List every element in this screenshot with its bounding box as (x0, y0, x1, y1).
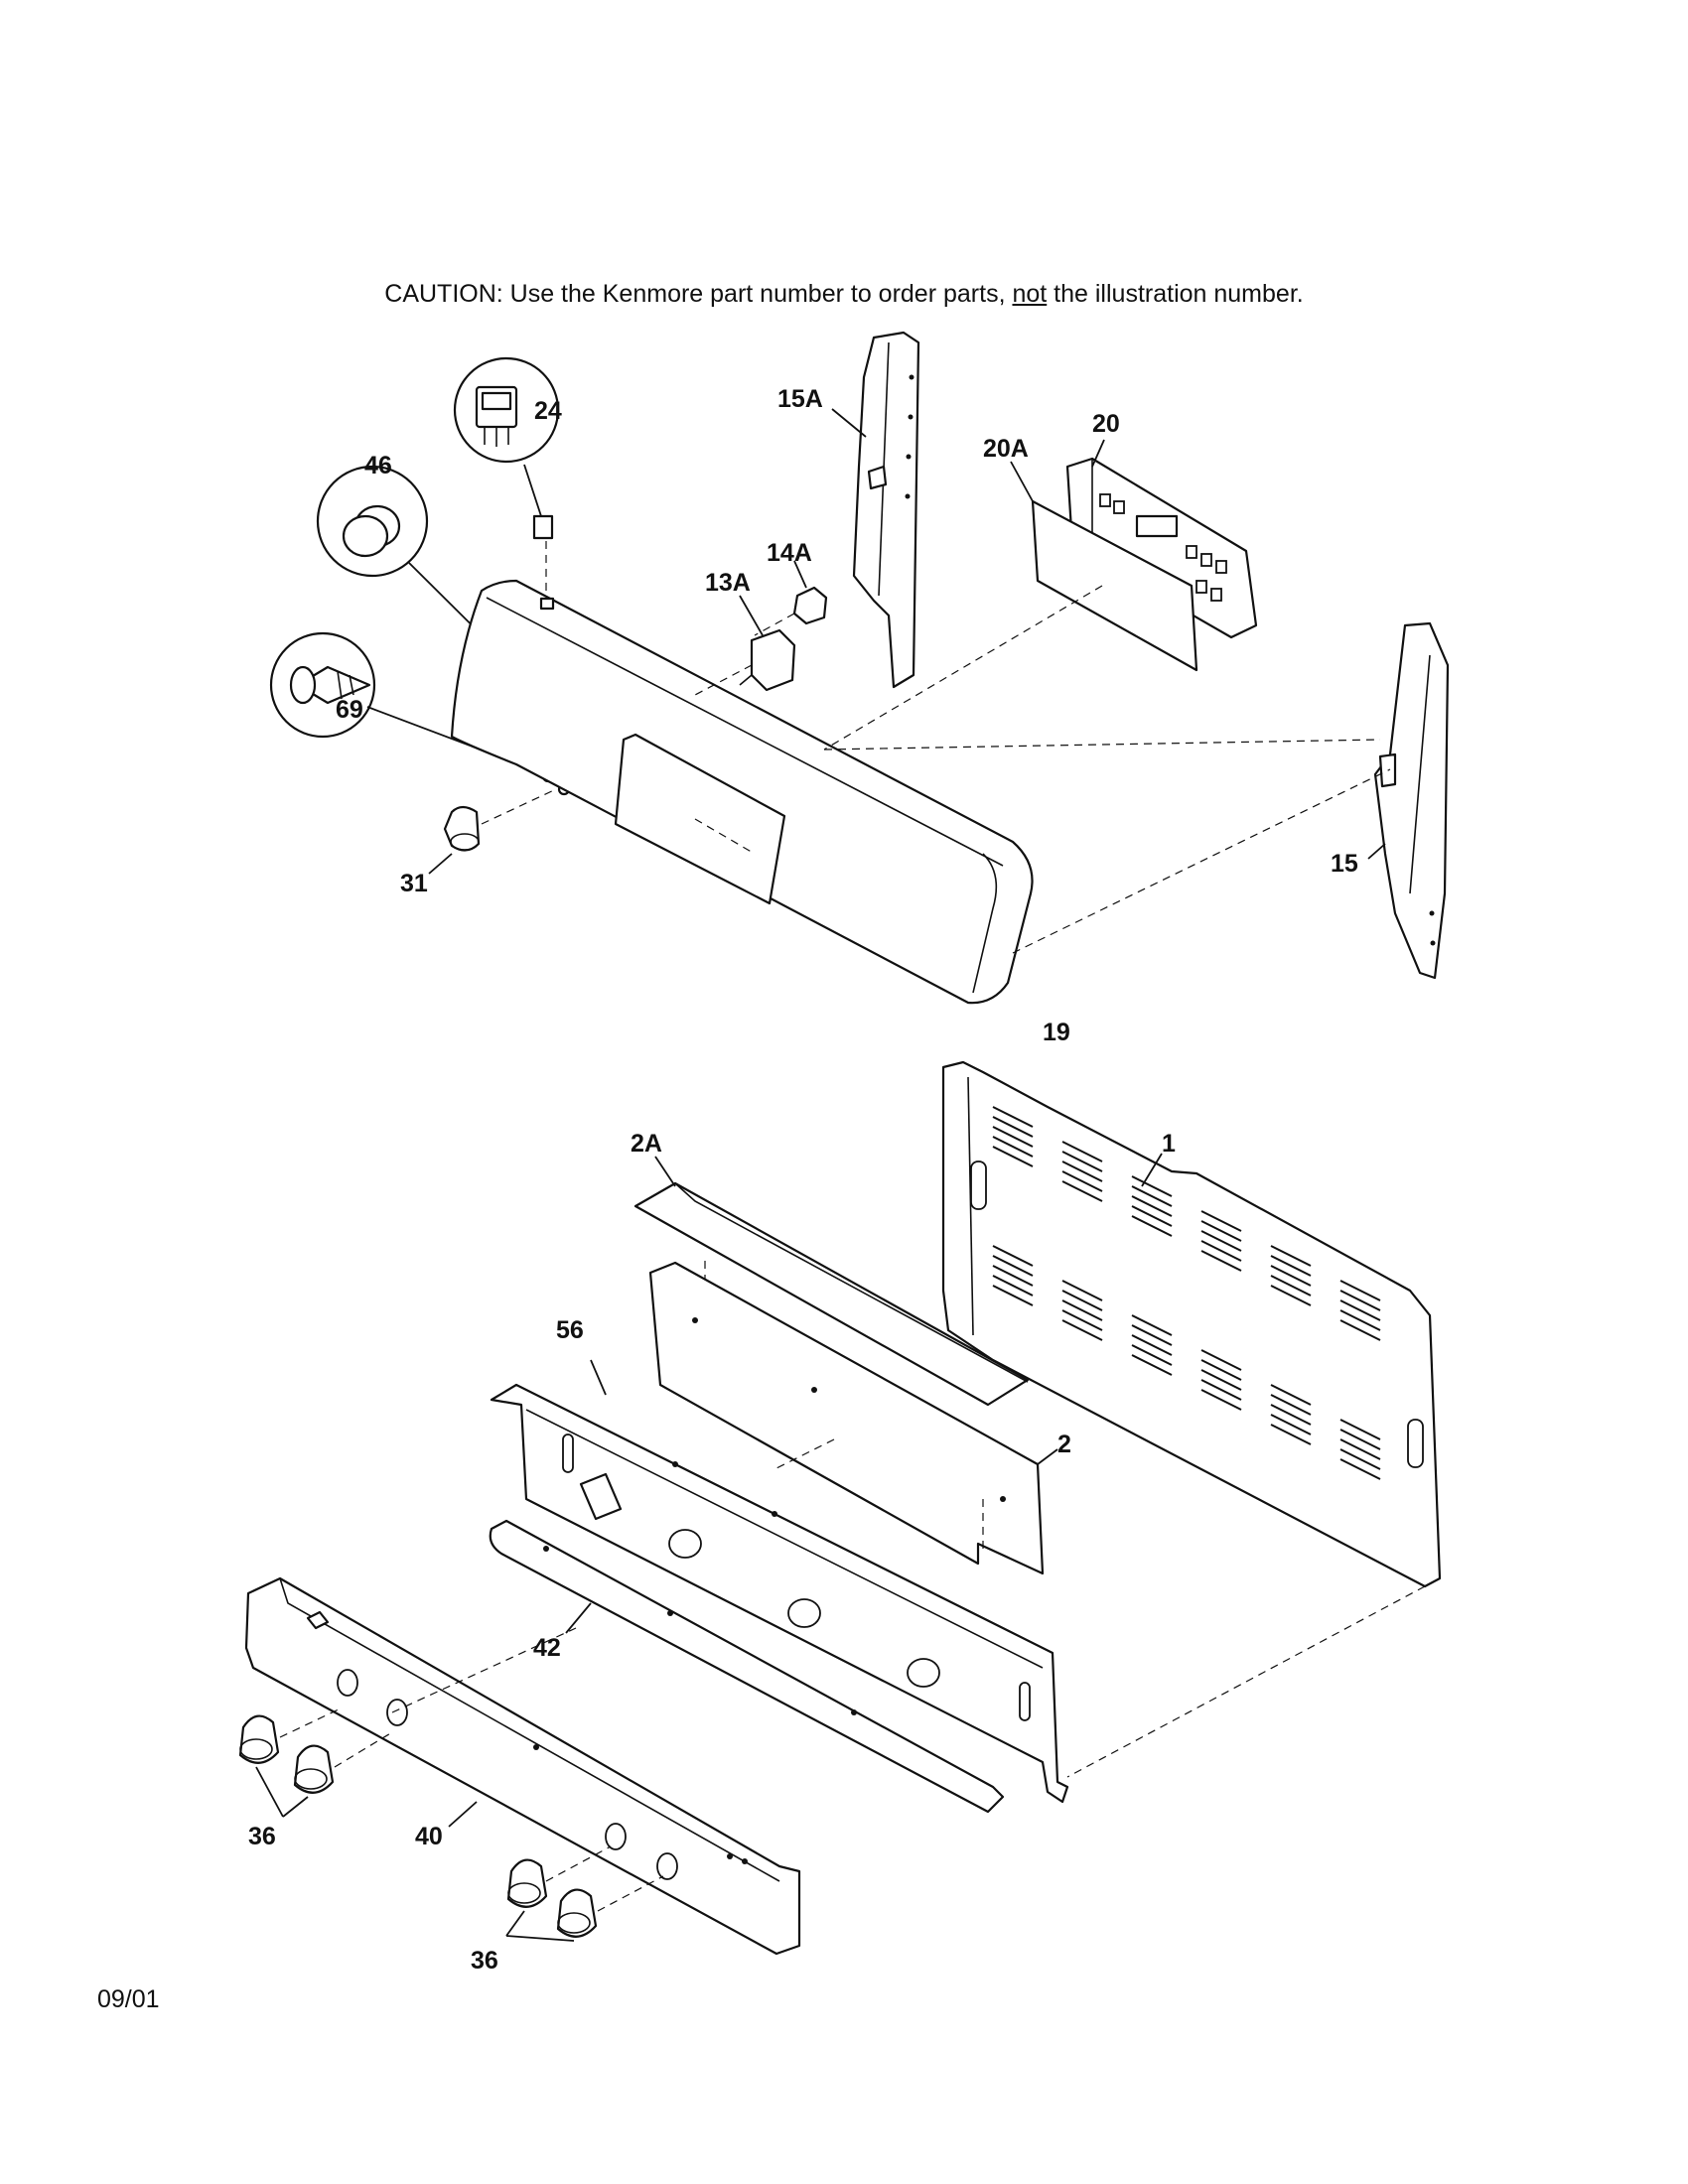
callout-2A: 2A (631, 1130, 662, 1158)
callout-36-lower: 36 (471, 1947, 498, 1975)
manifold-panel-56 (490, 1359, 1069, 1804)
callout-46: 46 (364, 452, 392, 479)
callout-31: 31 (400, 870, 428, 897)
trim-42 (489, 1519, 1005, 1814)
caution-prefix: CAUTION: Use the Kenmore part number to … (384, 280, 1013, 308)
rear-panel-1 (941, 1060, 1442, 1778)
timer-13A (694, 595, 796, 696)
knob-31 (428, 788, 557, 875)
panel-2 (648, 1261, 1058, 1575)
callout-15: 15 (1331, 850, 1358, 878)
detail-circle-24 (453, 356, 560, 596)
footer-date: 09/01 (97, 1985, 160, 2013)
callout-1: 1 (1162, 1130, 1176, 1158)
control-panel-19 (450, 579, 1034, 1005)
knobs-36-lower (505, 1845, 664, 1942)
callout-20A: 20A (983, 435, 1029, 463)
callout-13A: 13A (705, 569, 751, 597)
overlay-20A (823, 461, 1198, 751)
callout-15A: 15A (777, 385, 823, 413)
callout-69: 69 (336, 696, 363, 724)
callout-56: 56 (556, 1316, 584, 1344)
callout-24: 24 (534, 397, 562, 425)
callout-14A: 14A (767, 539, 812, 567)
bracket-15 (1367, 621, 1450, 980)
caution-emphasis: not (1012, 280, 1048, 308)
callout-36-upper: 36 (248, 1823, 276, 1850)
shield-2A (633, 1156, 1030, 1407)
callout-40: 40 (415, 1823, 443, 1850)
callout-2: 2 (1057, 1431, 1071, 1458)
callout-19: 19 (1043, 1019, 1070, 1046)
caution-suffix: the illustration number. (1047, 280, 1304, 308)
callout-42: 42 (533, 1634, 561, 1662)
manifold-cover-40 (244, 1576, 801, 1956)
detail-circle-69 (269, 631, 592, 796)
detail-circle-46 (316, 465, 582, 735)
knobs-36-upper (238, 1706, 393, 1818)
callout-20: 20 (1092, 410, 1120, 438)
caution-note: CAUTION: Use the Kenmore part number to … (0, 280, 1688, 309)
switch-14A (754, 560, 828, 636)
bracket-15A (831, 331, 920, 689)
